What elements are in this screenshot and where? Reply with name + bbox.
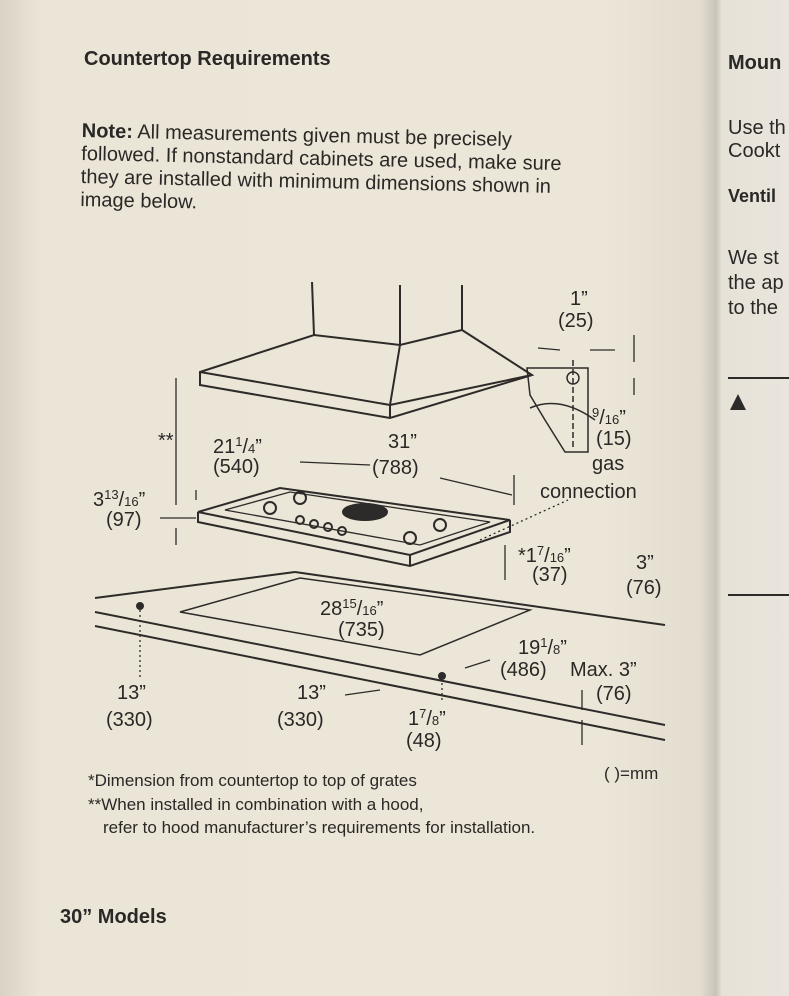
dimension-lines bbox=[139, 335, 635, 745]
countertop-drawing bbox=[94, 571, 666, 741]
gas-label: gas bbox=[592, 453, 625, 475]
gas-label: connection bbox=[540, 481, 637, 503]
units-note: ( )=mm bbox=[604, 764, 659, 783]
gas-height-in: 9/16” bbox=[592, 405, 626, 429]
hood-height-in: 313/16” bbox=[93, 487, 146, 511]
cooktop-drawing bbox=[197, 486, 511, 568]
right-text: We st bbox=[728, 247, 779, 269]
max-thickness-in: Max. 3” bbox=[570, 659, 637, 681]
hood-height-mm: (97) bbox=[106, 509, 142, 531]
cutout-width-in: 2815/16” bbox=[320, 596, 384, 620]
footnote: refer to hood manufacturer’s requirement… bbox=[103, 818, 536, 837]
reference-point bbox=[438, 672, 446, 680]
max-thickness-mm: (76) bbox=[596, 683, 632, 705]
front-offset-mm: (48) bbox=[406, 730, 442, 752]
left-offset-mm: (330) bbox=[106, 709, 153, 731]
hood-drawing bbox=[199, 281, 535, 420]
right-text: the ap bbox=[728, 272, 784, 294]
gas-width-mm: (25) bbox=[558, 310, 594, 332]
right-heading: Moun bbox=[728, 52, 782, 74]
reference-point bbox=[136, 602, 144, 610]
cutout-depth-in: 191/8” bbox=[518, 635, 567, 659]
footnote: **When installed in combination with a h… bbox=[88, 795, 424, 814]
right-text: to the bbox=[728, 297, 779, 319]
models-footer: 30” Models bbox=[60, 906, 167, 928]
left-offset-in: 13” bbox=[117, 682, 146, 704]
front-offset-in: 17/8” bbox=[408, 706, 446, 730]
center-offset-mm: (330) bbox=[277, 709, 324, 731]
warning-icon bbox=[730, 394, 746, 410]
right-heading: Ventil bbox=[728, 186, 777, 206]
hood-clearance-mark: ** bbox=[158, 430, 174, 452]
cutout-width-mm: (735) bbox=[338, 619, 385, 641]
gas-connection-drawing bbox=[526, 360, 596, 453]
cutout-depth-mm: (486) bbox=[500, 659, 547, 681]
front-depth-mm: (76) bbox=[626, 577, 662, 599]
grate-height-in: *17/16” bbox=[518, 543, 571, 567]
grate-height-mm: (37) bbox=[532, 564, 568, 586]
section-title: Countertop Requirements bbox=[84, 48, 331, 70]
center-offset-in: 13” bbox=[297, 682, 326, 704]
width-mm: (788) bbox=[372, 457, 419, 479]
right-text: Cookt bbox=[728, 140, 781, 162]
side-clearance-mm: (540) bbox=[213, 456, 260, 478]
footnote: *Dimension from countertop to top of gra… bbox=[88, 771, 417, 790]
front-depth-in: 3” bbox=[636, 552, 654, 574]
gas-width-in: 1” bbox=[570, 288, 588, 310]
width-in: 31” bbox=[388, 431, 417, 453]
side-clearance-in: 211/4” bbox=[213, 434, 262, 458]
right-text: Use th bbox=[728, 117, 786, 139]
gas-height-mm: (15) bbox=[596, 428, 632, 450]
